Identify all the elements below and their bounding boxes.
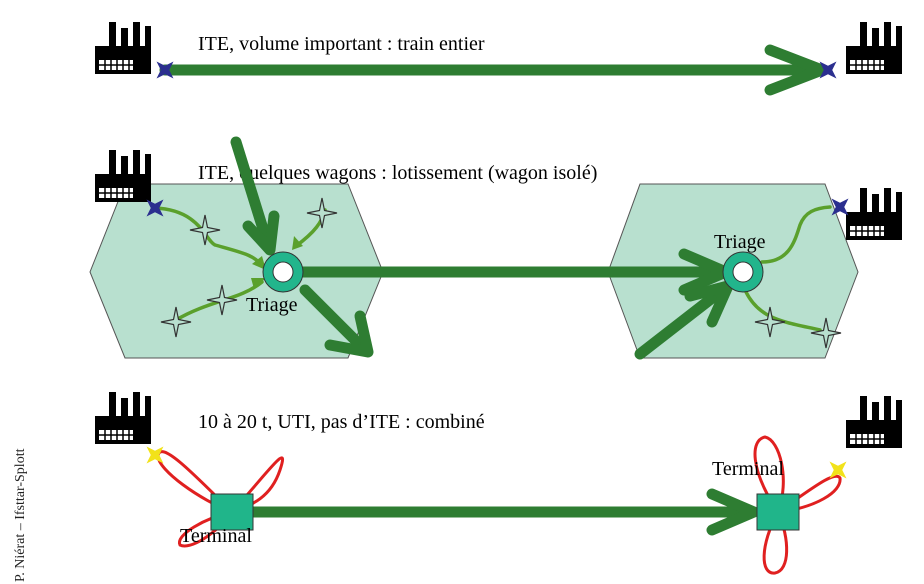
terminal-square-icon: [210, 493, 254, 531]
main-arrows-wagon: [230, 136, 734, 360]
triage-ring-outline: [262, 251, 304, 293]
credit-text: P. Niérat – Ifsttar-Splott: [13, 448, 28, 582]
factory-icon: [94, 21, 152, 75]
row-title-wagon-load: ITE, quelques wagons : lotissement (wago…: [198, 162, 597, 184]
row-title-full-train: ITE, volume important : train entier: [198, 33, 485, 55]
factory-icon: [94, 149, 152, 203]
factory-icon: [845, 395, 903, 449]
triage-ring-icon: [263, 252, 303, 292]
factory-icon: [845, 21, 903, 75]
factory-icon: [845, 187, 903, 241]
factory-icon: [94, 391, 152, 445]
row-wagon-load: ITE, quelques wagons : lotissement (wago…: [89, 136, 903, 360]
row-title-combined: 10 à 20 t, UTI, pas d’ITE : combiné: [198, 411, 485, 433]
feeder-arrowheads-left: [251, 236, 303, 289]
main-arrow: [159, 44, 828, 96]
row-combined: 10 à 20 t, UTI, pas d’ITE : combiné Term…: [94, 391, 903, 575]
main-arrow-combined: [244, 488, 760, 536]
triage-ring-outline: [722, 251, 764, 293]
triage-ring-inner: [732, 261, 754, 283]
row-full-train: ITE, volume important : train entier: [94, 21, 903, 96]
triage-ring-icon: [723, 252, 763, 292]
terminal-square-icon: [756, 493, 800, 531]
triage-ring-inner: [272, 261, 294, 283]
terminal-label-left: Terminal: [180, 525, 252, 547]
zone-left: [89, 183, 384, 359]
triage-label-left: Triage: [246, 294, 298, 316]
loops-right: [753, 435, 842, 575]
feeder-arrows-right: [744, 205, 832, 332]
terminal-label-right: Terminal: [712, 458, 784, 480]
triage-label-right: Triage: [714, 231, 766, 253]
cross-connector-icon: [821, 453, 855, 487]
